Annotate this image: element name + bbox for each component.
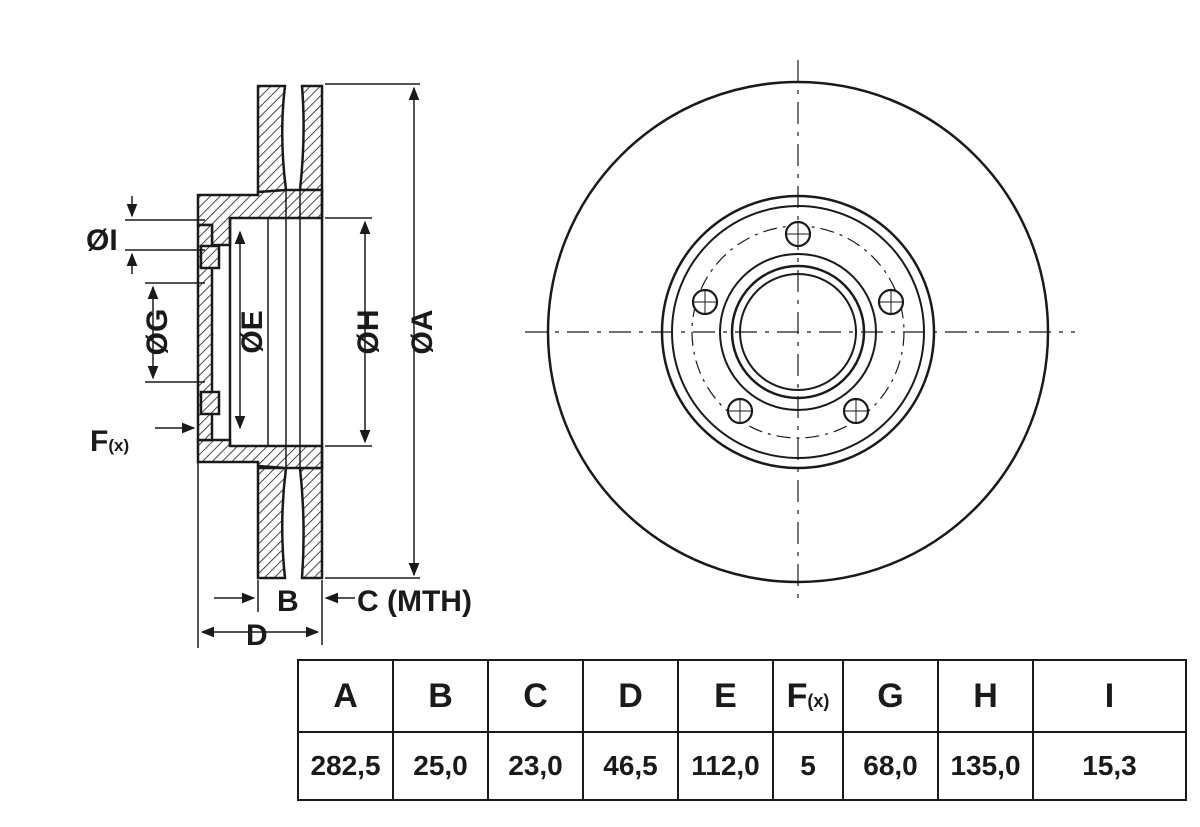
header-b: B	[428, 676, 453, 715]
header-cell: I	[1032, 659, 1187, 733]
label-dim-c: C (MTH)	[357, 585, 472, 618]
value-d: 46,5	[582, 731, 679, 801]
header-cell: C	[487, 659, 584, 733]
label-dim-f-main: F	[90, 425, 108, 458]
bolt-hole	[784, 220, 812, 248]
label-dim-h: ØH	[352, 310, 385, 355]
header-i: I	[1104, 676, 1115, 715]
front-view	[525, 60, 1075, 600]
label-dim-d: D	[246, 619, 268, 652]
header-f-sub: (x)	[807, 690, 830, 711]
header-cell: H	[937, 659, 1034, 733]
header-e: E	[714, 676, 737, 715]
header-f: F	[786, 676, 808, 715]
header-cell: B	[392, 659, 489, 733]
bolt-hole	[726, 397, 754, 425]
value-a: 282,5	[297, 731, 394, 801]
label-dim-f-sub: (x)	[108, 436, 129, 455]
header-cell: F(x)	[772, 659, 844, 733]
value-c: 23,0	[487, 731, 584, 801]
brake-disc-drawing: ØA ØH ØE ØG ØI F(x) B C (MTH) D	[86, 60, 1075, 652]
bolt-holes	[691, 220, 905, 425]
value-f: 5	[772, 731, 844, 801]
header-a: A	[333, 676, 358, 715]
dimension-lines	[125, 83, 420, 648]
label-dim-e: ØE	[236, 310, 269, 353]
header-g: G	[877, 676, 904, 715]
value-g: 68,0	[842, 731, 939, 801]
header-c: C	[523, 676, 548, 715]
value-h: 135,0	[937, 731, 1034, 801]
label-dim-f: F(x)	[90, 425, 129, 458]
bolt-hole	[691, 288, 719, 316]
label-dim-b: B	[277, 585, 299, 618]
value-e: 112,0	[677, 731, 774, 801]
label-dim-a: ØA	[406, 310, 439, 355]
bolt-hole	[842, 397, 870, 425]
table-value-row: 282,5 25,0 23,0 46,5 112,0 5 68,0 135,0 …	[297, 731, 1187, 801]
header-h: H	[973, 676, 998, 715]
value-b: 25,0	[392, 731, 489, 801]
value-i: 15,3	[1032, 731, 1187, 801]
bolt-hole	[877, 288, 905, 316]
side-section-view	[196, 84, 324, 580]
label-dim-i: ØI	[86, 224, 118, 257]
header-d: D	[618, 676, 643, 715]
header-cell: A	[297, 659, 394, 733]
header-cell: E	[677, 659, 774, 733]
label-dim-g: ØG	[141, 309, 174, 356]
table-header-row: A B C D E F(x) G H I	[297, 659, 1187, 733]
header-cell: D	[582, 659, 679, 733]
header-cell: G	[842, 659, 939, 733]
dimensions-table: A B C D E F(x) G H I 282,5 25,0 23,0 46,…	[297, 659, 1187, 801]
